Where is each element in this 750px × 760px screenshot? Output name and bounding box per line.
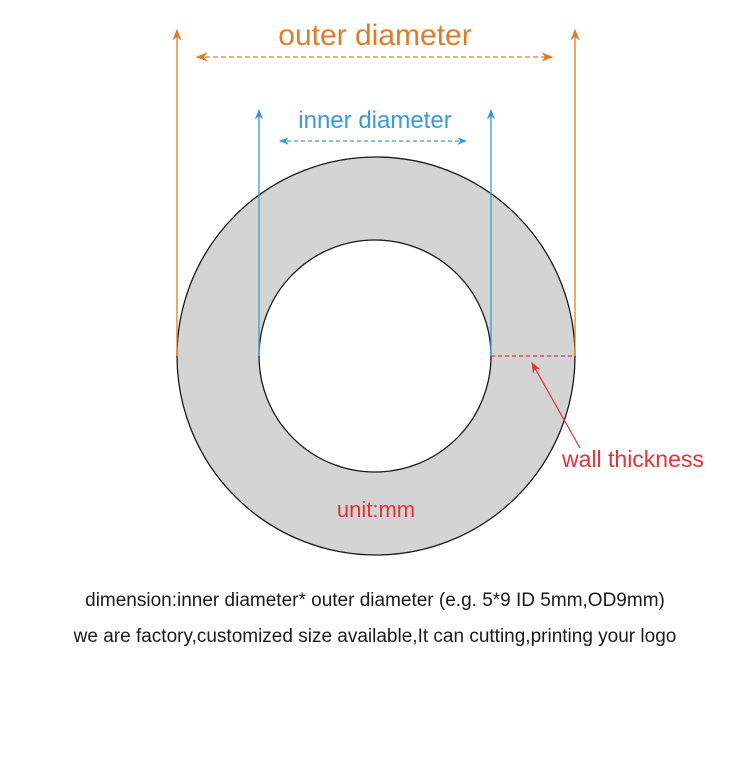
wall-thickness-pointer — [531, 362, 581, 449]
factory-note: we are factory,customized size available… — [73, 626, 677, 647]
outer-diameter-label: outer diameter — [278, 19, 471, 52]
wall-thickness-label: wall thickness — [561, 446, 704, 472]
dimension-note: dimension:inner diameter* outer diameter… — [85, 590, 665, 611]
unit-label: unit:mm — [337, 497, 415, 522]
inner-diameter-label: inner diameter — [298, 107, 451, 134]
